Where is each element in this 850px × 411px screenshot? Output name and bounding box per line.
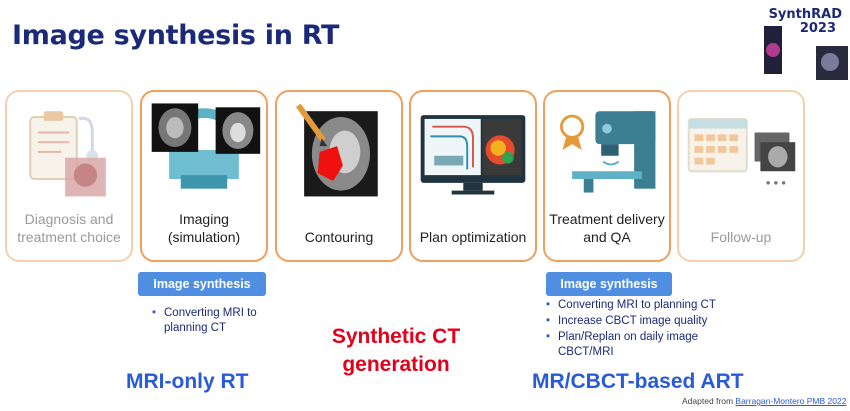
synthetic-ct-label: Synthetic CT generation <box>331 325 461 376</box>
card-follow-up: Follow-up <box>677 90 805 262</box>
credit-note: Adapted from Barragan-Montero PMB 2022 <box>682 396 846 406</box>
card-label: Diagnosis and treatment choice <box>17 211 121 245</box>
calendar-icon <box>687 117 796 185</box>
card-label: Treatment delivery and QA <box>549 211 665 245</box>
image-synthesis-badge-left: Image synthesis <box>138 272 266 296</box>
card-treatment-delivery: Treatment delivery and QA <box>543 90 671 262</box>
logo-line-1: SynthRAD <box>768 7 842 22</box>
scanner-icon <box>151 103 261 189</box>
card-plan-optimization: Plan optimization <box>409 90 537 262</box>
card-label: Follow-up <box>710 229 772 245</box>
clipboard-icon <box>29 111 106 197</box>
image-synthesis-badge-right: Image synthesis <box>546 272 672 296</box>
bullet-item: Increase CBCT image quality <box>544 314 744 329</box>
contouring-icon <box>295 103 378 197</box>
mr-cbct-art-label: MR/CBCT-based ART <box>532 370 744 393</box>
card-label: Imaging (simulation) <box>167 211 241 245</box>
logo-line-2: 2023 <box>799 21 836 36</box>
card-label: Plan optimization <box>419 229 527 245</box>
mri-only-rt-label: MRI-only RT <box>126 370 249 393</box>
bullet-item: Converting MRI to planning CT <box>150 306 280 336</box>
bullet-item: Converting MRI to planning CT <box>544 298 744 313</box>
right-synthesis-bullets: Converting MRI to planning CT Increase C… <box>544 298 744 361</box>
card-diagnosis: Diagnosis and treatment choice <box>5 90 133 262</box>
credit-prefix: Adapted from <box>682 396 734 406</box>
card-contouring: Contouring <box>275 90 403 262</box>
linac-icon <box>560 111 656 193</box>
synthrad-logo: SynthRAD 2023 <box>764 4 848 80</box>
bullet-item: Plan/Replan on daily image CBCT/MRI <box>544 330 744 360</box>
logo-graphic <box>764 26 848 80</box>
left-synthesis-bullets: Converting MRI to planning CT <box>150 306 280 337</box>
credit-link[interactable]: Barragan-Montero PMB 2022 <box>735 396 847 406</box>
monitor-icon <box>420 115 526 195</box>
card-label: Contouring <box>304 229 374 245</box>
card-imaging: Imaging (simulation) <box>140 90 268 262</box>
slide-title: Image synthesis in RT <box>12 20 340 51</box>
